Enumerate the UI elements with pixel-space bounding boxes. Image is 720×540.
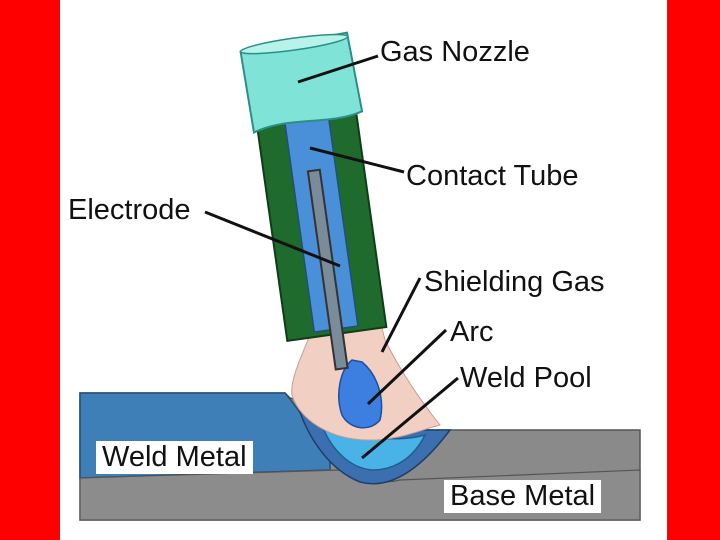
label-weld-metal: Weld Metal [96, 441, 253, 474]
leader-electrode [204, 210, 341, 268]
leader-weld-pool [361, 376, 459, 460]
nozzle-tip [239, 31, 364, 135]
leader-arc [366, 328, 448, 406]
nozzle-top-rim [239, 33, 349, 55]
arc-shape [338, 359, 383, 429]
label-gas-nozzle: Gas Nozzle [380, 36, 530, 68]
electrode-wire [306, 168, 349, 371]
welding-gun [239, 31, 388, 371]
leader-gas-nozzle [297, 54, 379, 84]
label-weld-pool: Weld Pool [460, 362, 592, 394]
label-electrode: Electrode [68, 194, 191, 226]
label-arc: Arc [450, 316, 494, 348]
label-shielding-gas: Shielding Gas [424, 266, 605, 298]
label-contact-tube: Contact Tube [406, 160, 579, 192]
leader-contact-tube [309, 146, 405, 174]
label-base-metal: Base Metal [444, 480, 602, 513]
leader-shielding-gas [380, 277, 422, 353]
